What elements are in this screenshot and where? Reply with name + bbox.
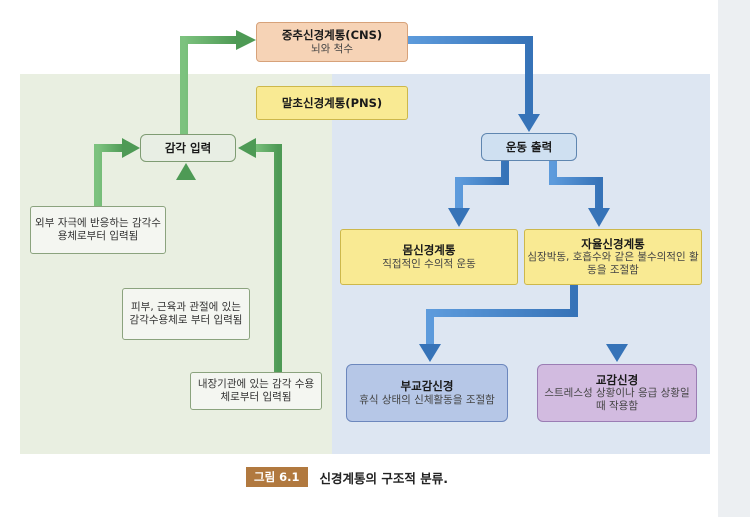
somatic-desc: 직접적인 수의적 운동 <box>382 257 476 270</box>
arrowhead-somatic <box>448 208 470 227</box>
sympathetic-title: 교감신경 <box>595 372 639 387</box>
autonomic-title: 자율신경계통 <box>581 236 645 251</box>
arrowhead-autonomic <box>588 208 610 227</box>
sympathetic-desc: 스트레스성 상황이나 응급 상황일 때 작용함 <box>544 387 690 413</box>
input-note-visceral: 내장기관에 있는 감각 수용체로부터 입력됨 <box>190 372 322 410</box>
autonomic-box: 자율신경계통 심장박동, 호흡수와 같은 불수의적인 활동을 조절함 <box>524 229 702 285</box>
arrow-sensory-to-cns <box>180 36 236 134</box>
arrowhead-parasympathetic <box>419 344 441 362</box>
arrow-input3 <box>254 144 282 372</box>
arrow-input1 <box>94 144 124 206</box>
cns-box: 중추신경계통(CNS) 뇌와 척수 <box>256 22 408 62</box>
parasympathetic-desc: 휴식 상태의 신체활동을 조절함 <box>359 393 495 406</box>
motor-output-box: 운동 출력 <box>481 133 577 161</box>
autonomic-desc: 심장박동, 호흡수와 같은 불수의적인 활동을 조절함 <box>527 251 699 277</box>
input-note-visceral-text: 내장기관에 있는 감각 수용체로부터 입력됨 <box>197 377 315 403</box>
sensory-title: 감각 입력 <box>164 140 212 155</box>
arrow-motor-to-somatic <box>455 161 509 210</box>
arrowhead-input1 <box>122 138 140 158</box>
input-note-external: 외부 자극에 반응하는 감각수용체로부터 입력됨 <box>30 206 166 254</box>
input-note-skin: 피부, 근육과 관절에 있는 감각수용체로 부터 입력됨 <box>122 288 250 340</box>
pns-title: 말초신경계통(PNS) <box>281 95 383 110</box>
somatic-title: 몸신경계통 <box>402 243 456 258</box>
sensory-input-box: 감각 입력 <box>140 134 236 162</box>
figure-number: 그림 6.1 <box>246 467 308 487</box>
parasympathetic-title: 부교감신경 <box>400 379 454 394</box>
right-edge-strip <box>718 0 750 517</box>
arrowhead-cns <box>236 30 256 50</box>
cns-title: 중추신경계통(CNS) <box>281 28 383 43</box>
cns-subtitle: 뇌와 척수 <box>311 42 353 55</box>
arrow-motor-to-autonomic <box>549 161 603 210</box>
parasympathetic-box: 부교감신경 휴식 상태의 신체활동을 조절함 <box>346 364 508 422</box>
sympathetic-box: 교감신경 스트레스성 상황이나 응급 상황일 때 작용함 <box>537 364 697 422</box>
somatic-box: 몸신경계통 직접적인 수의적 운동 <box>340 229 518 285</box>
input-note-skin-text: 피부, 근육과 관절에 있는 감각수용체로 부터 입력됨 <box>129 300 243 326</box>
arrow-cns-to-motor <box>408 36 533 116</box>
pns-box: 말초신경계통(PNS) <box>256 86 408 120</box>
arrowhead-input3 <box>238 138 256 158</box>
figure-caption-text: 신경계통의 구조적 분류. <box>319 470 448 486</box>
figure-caption: 그림 6.1 신경계통의 구조적 분류. <box>246 467 448 487</box>
input-note-external-text: 외부 자극에 반응하는 감각수용체로부터 입력됨 <box>35 216 161 242</box>
arrowhead-sympathetic <box>606 344 628 362</box>
motor-title: 운동 출력 <box>505 139 553 154</box>
arrow-to-parasympathetic <box>426 285 578 346</box>
arrowhead-input2 <box>176 163 196 180</box>
arrowhead-motor <box>518 114 540 132</box>
